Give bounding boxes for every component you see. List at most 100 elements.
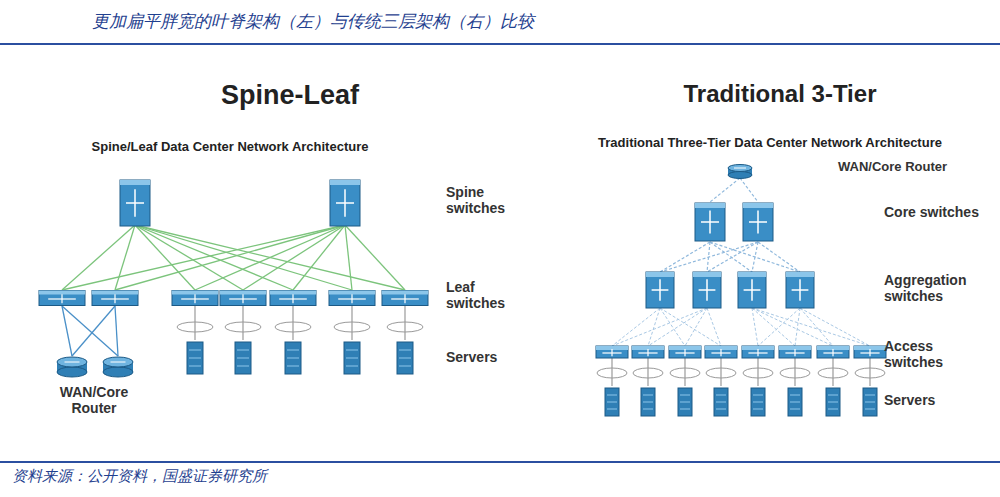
network-link — [707, 242, 758, 272]
network-link — [795, 308, 800, 346]
network-link — [62, 225, 135, 290]
network-link — [115, 225, 135, 290]
network-link — [685, 308, 707, 346]
network-link — [757, 358, 758, 386]
chassis-switch-icon — [120, 180, 150, 226]
network-link — [752, 242, 758, 272]
network-link — [752, 308, 870, 346]
wires — [62, 178, 870, 386]
network-link — [611, 358, 612, 386]
source-caption: 资料来源：公开资料，国盛证券研究所 — [12, 467, 267, 484]
network-link — [660, 242, 758, 272]
network-link — [243, 225, 345, 290]
network-link — [135, 225, 405, 290]
link-bundle — [855, 368, 885, 378]
network-link — [758, 308, 800, 346]
network-link — [345, 225, 352, 290]
network-link — [612, 308, 660, 346]
switch-icon — [172, 291, 218, 306]
icons — [39, 165, 886, 417]
figure-title: 更加扁平胖宽的叶脊架构（左）与传统三层架构（右）比较 — [92, 12, 534, 32]
network-link — [351, 306, 352, 340]
chassis-switch-icon — [743, 203, 773, 241]
server-icon — [863, 388, 877, 416]
link-bundle — [275, 322, 311, 332]
network-link — [794, 358, 795, 386]
network-link — [660, 308, 685, 346]
server-icon — [678, 388, 692, 416]
panel-heading: Spine-Leaf — [190, 80, 390, 111]
network-link — [758, 242, 800, 272]
network-link — [710, 242, 800, 272]
panel-subtitle: Spine/Leaf Data Center Network Architect… — [40, 140, 420, 155]
network-link — [62, 225, 345, 290]
router-icon — [728, 165, 752, 179]
network-link — [660, 308, 721, 346]
link-bundle — [633, 368, 663, 378]
server-icon — [344, 342, 360, 374]
chassis-switch-icon — [738, 272, 766, 308]
switch-icon — [329, 291, 375, 306]
server-icon — [605, 388, 619, 416]
server-icon — [187, 342, 203, 374]
network-link — [710, 178, 740, 202]
link-bundle — [706, 368, 736, 378]
link-bundle — [334, 322, 370, 332]
chassis-switch-icon — [646, 272, 674, 308]
network-link — [115, 225, 345, 290]
tier-label: WAN/Core Router — [44, 384, 144, 416]
tier-label: Servers — [446, 349, 536, 365]
network-link — [293, 225, 345, 290]
tier-label: Leaf switches — [446, 279, 536, 311]
network-link — [720, 358, 721, 386]
chassis-switch-icon — [330, 180, 360, 226]
switch-icon — [92, 291, 138, 306]
link-bundle — [387, 322, 423, 332]
server-icon — [641, 388, 655, 416]
server-icon — [235, 342, 251, 374]
network-link — [660, 242, 710, 272]
network-link — [135, 225, 195, 290]
network-link — [752, 308, 795, 346]
network-link — [647, 358, 648, 386]
switch-icon — [382, 291, 428, 306]
network-link — [115, 306, 118, 356]
tier-label: Servers — [884, 392, 994, 408]
chassis-switch-icon — [695, 203, 725, 241]
network-link — [869, 358, 870, 386]
switch-icon — [705, 346, 737, 358]
switch-icon — [742, 346, 774, 358]
link-bundle — [225, 322, 261, 332]
tier-label: Spine switches — [446, 184, 536, 216]
network-link — [752, 308, 833, 346]
switch-icon — [632, 346, 664, 358]
network-link — [740, 178, 758, 202]
network-link — [800, 308, 833, 346]
link-bundle — [177, 322, 213, 332]
server-icon — [397, 342, 413, 374]
server-icon — [285, 342, 301, 374]
server-icon — [714, 388, 728, 416]
network-link — [404, 306, 405, 340]
network-link — [684, 358, 685, 386]
link-bundle — [597, 368, 627, 378]
network-link — [612, 308, 707, 346]
network-link — [648, 308, 707, 346]
title-rule — [0, 43, 1000, 45]
tier-label: Access switches — [884, 338, 994, 370]
network-link — [707, 308, 721, 346]
switch-icon — [596, 346, 628, 358]
network-link — [72, 306, 115, 356]
network-link — [62, 306, 118, 356]
switch-icon — [39, 291, 85, 306]
chassis-switch-icon — [786, 272, 814, 308]
switch-icon — [817, 346, 849, 358]
router-icon — [103, 357, 133, 377]
network-link — [292, 306, 293, 340]
server-icon — [826, 388, 840, 416]
tier-label: WAN/Core Router — [838, 160, 998, 175]
tier-label: Core switches — [884, 204, 994, 220]
server-icon — [751, 388, 765, 416]
network-link — [194, 306, 195, 340]
